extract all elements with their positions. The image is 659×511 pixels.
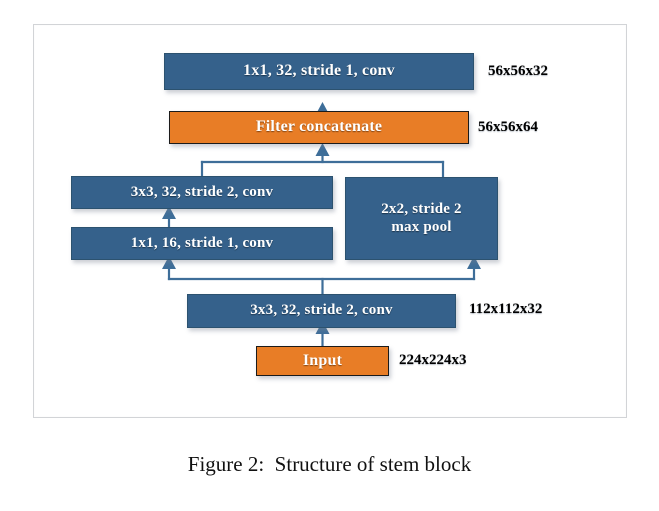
node-input[interactable]: Input — [256, 346, 389, 376]
arrowhead-merge-to-concat — [315, 143, 330, 156]
node-conv-3x3-32-stem[interactable]: 3x3, 32, stride 2, conv — [187, 294, 456, 328]
arrowhead-1x1-to-3x3 — [162, 206, 176, 219]
node-label: 1x1, 16, stride 1, conv — [130, 234, 274, 251]
node-conv-3x3-32-branch[interactable]: 3x3, 32, stride 2, conv — [71, 176, 333, 209]
arrowhead-split-to-1x1 — [162, 256, 176, 269]
dimension-label-concat: 56x56x64 — [478, 119, 538, 135]
figure-caption: Figure 2: Structure of stem block — [187, 452, 472, 476]
dimension-label-top: 56x56x32 — [488, 63, 548, 79]
node-filter-concatenate[interactable]: Filter concatenate — [169, 111, 469, 144]
node-maxpool-2x2[interactable]: 2x2, stride 2 max pool — [345, 177, 498, 260]
dimension-label-stem: 112x112x32 — [469, 301, 543, 317]
node-label: 2x2, stride 2 max pool — [381, 200, 462, 235]
node-label: 3x3, 32, stride 2, conv — [130, 183, 274, 200]
node-label: Filter concatenate — [255, 118, 383, 136]
node-conv-1x1-16-branch[interactable]: 1x1, 16, stride 1, conv — [71, 227, 333, 260]
node-conv-1x1-32[interactable]: 1x1, 32, stride 1, conv — [164, 53, 474, 90]
figure-frame: 1x1, 32, stride 1, conv Filter concatena… — [33, 24, 627, 418]
node-label: 3x3, 32, stride 2, conv — [250, 302, 393, 319]
node-label: 1x1, 32, stride 1, conv — [243, 62, 395, 80]
arrowhead-split-to-maxpool — [467, 256, 481, 269]
node-label: Input — [302, 351, 343, 369]
dimension-label-input: 224x224x3 — [399, 352, 467, 368]
